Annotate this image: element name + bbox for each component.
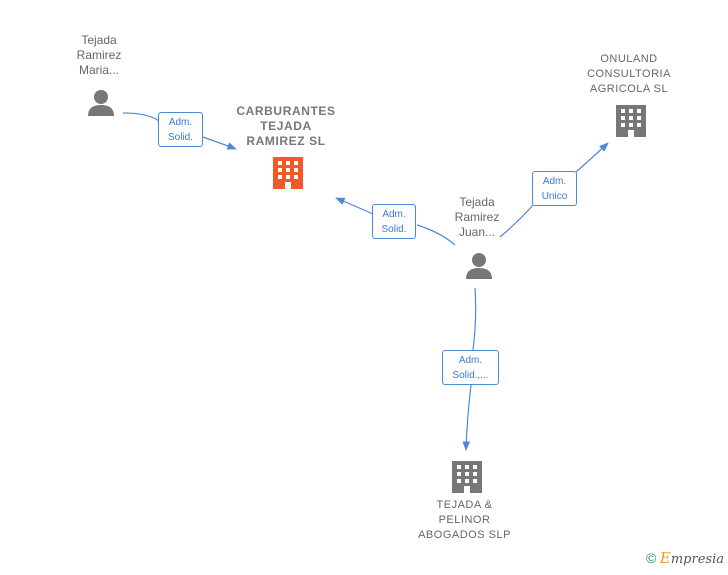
- company-label-onuland[interactable]: ONULAND CONSULTORIA AGRICOLA SL: [587, 53, 671, 95]
- company-label-carburantes[interactable]: CARBURANTES TEJADA RAMIREZ SL: [236, 104, 336, 148]
- brand-watermark: © Empresia: [646, 549, 724, 567]
- edge-label-maria-carburantes[interactable]: Adm. Solid.: [158, 112, 203, 147]
- company-label-pelinor[interactable]: TEJADA & PELINOR ABOGADOS SLP: [418, 499, 511, 541]
- building-icon[interactable]: [452, 461, 482, 493]
- brand-logo: Empresia: [659, 549, 724, 567]
- building-icon[interactable]: [273, 157, 303, 189]
- person-icon[interactable]: [88, 90, 114, 116]
- person-label-juan[interactable]: Tejada Ramirez Juan...: [454, 195, 500, 239]
- building-icon[interactable]: [616, 105, 646, 137]
- edge-label-juan-carburantes[interactable]: Adm. Solid.: [372, 204, 416, 239]
- edge-juan-carburantes: [336, 198, 456, 246]
- edge-label-juan-pelinor[interactable]: Adm. Solid.,...: [442, 350, 499, 385]
- copyright-icon: ©: [645, 550, 657, 566]
- edge-label-juan-onuland[interactable]: Adm. Unico: [532, 171, 577, 206]
- person-icon[interactable]: [466, 253, 492, 279]
- edge-juan-onuland: [499, 143, 608, 238]
- edge-juan-pelinor: [466, 287, 477, 450]
- person-label-maria[interactable]: Tejada Ramirez Maria...: [76, 33, 122, 77]
